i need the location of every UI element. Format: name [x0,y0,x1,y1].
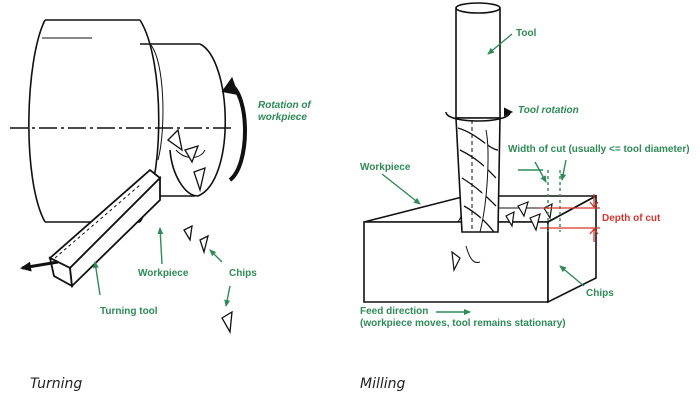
depth-of-cut-indicators [540,194,600,242]
milling-diagram [363,2,600,315]
turning-caption: Turning [30,376,83,392]
turning-chips [166,128,233,335]
depth-of-cut-label: Depth of cut [602,213,661,224]
tool-feed-arrow [20,260,59,272]
milling-leaders [381,33,585,315]
tool-rotation-arrow-icon [445,107,514,122]
turning-chips-label: Chips [229,268,257,279]
feed-direction-label: Feed direction (workpiece moves, tool re… [360,306,566,330]
tool-rotation-label: Tool rotation [518,105,579,116]
milling-caption: Milling [360,376,406,392]
rotation-label-line2: workpiece [258,112,307,123]
milling-chips-label: Chips [586,288,614,299]
turning-tool-label: Turning tool [100,306,158,317]
milling-workpiece-label: Workpiece [360,162,411,173]
end-mill-tool [455,2,501,233]
rotation-label-line1: Rotation of [258,100,311,111]
turning-leaders [92,227,231,307]
milling-tool-label: Tool [516,28,537,39]
width-of-cut-label: Width of cut (usually <= tool diameter) [508,144,690,155]
feed-direction-line2: (workpiece moves, tool remains stationar… [360,318,566,329]
turning-diagram [10,19,247,335]
turning-tool [48,168,162,288]
rotation-arrow-icon [221,76,247,182]
rotation-label: Rotation of workpiece [258,100,311,124]
width-of-cut-indicators [518,159,567,232]
turning-workpiece-label: Workpiece [138,268,189,279]
feed-direction-line1: Feed direction [360,306,429,317]
